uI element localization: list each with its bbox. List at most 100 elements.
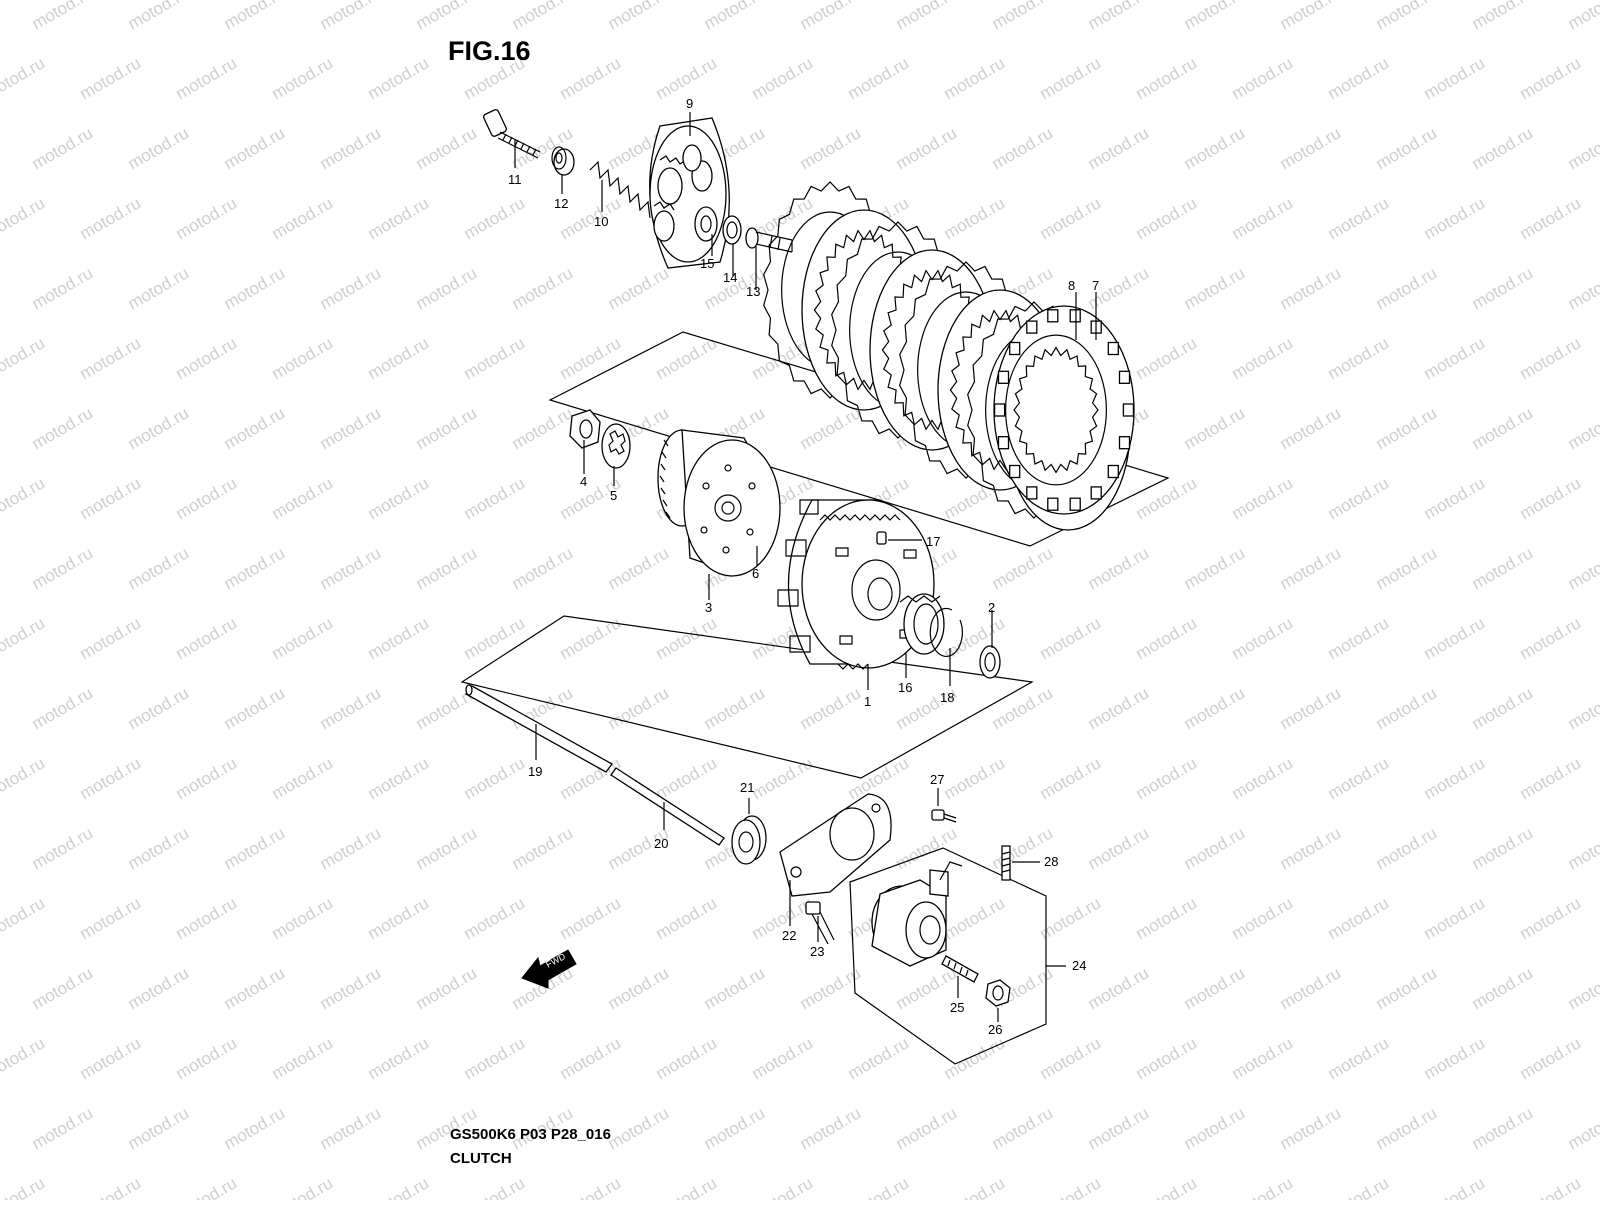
friction-pad: [1091, 487, 1101, 499]
part-22-gasket: [780, 794, 891, 896]
watermark-text: motod.ru: [125, 963, 193, 1013]
watermark-text: motod.ru: [1085, 823, 1153, 873]
watermark-text: motod.ru: [413, 963, 481, 1013]
watermark-text: motod.ru: [0, 1033, 48, 1083]
watermark-text: motod.ru: [797, 0, 865, 33]
watermark-text: motod.ru: [1421, 613, 1489, 663]
watermark-text: motod.ru: [1037, 1033, 1105, 1083]
watermark-text: motod.ru: [77, 753, 145, 803]
watermark-text: motod.ru: [1373, 543, 1441, 593]
watermark-text: motod.ru: [1517, 473, 1585, 523]
callout-17: 17: [926, 534, 940, 549]
watermark-text: motod.ru: [365, 1173, 433, 1200]
callout-19: 19: [528, 764, 542, 779]
watermark-text: motod.ru: [221, 263, 289, 313]
watermark-text: motod.ru: [605, 263, 673, 313]
watermark-text: motod.ru: [221, 683, 289, 733]
watermark-text: motod.ru: [701, 963, 769, 1013]
watermark-text: motod.ru: [365, 753, 433, 803]
watermark-text: motod.ru: [173, 473, 241, 523]
watermark-text: motod.ru: [365, 893, 433, 943]
part-4-nut: [570, 410, 600, 448]
clutch-plate-outline: [994, 306, 1134, 514]
watermark-text: motod.ru: [221, 403, 289, 453]
watermark-text: motod.ru: [221, 123, 289, 173]
watermark-text: motod.ru: [989, 123, 1057, 173]
watermark-text: motod.ru: [365, 53, 433, 103]
watermark-text: motod.ru: [317, 963, 385, 1013]
watermark-text: motod.ru: [173, 53, 241, 103]
part-14-bearing: [723, 216, 741, 244]
watermark-text: motod.ru: [557, 333, 625, 383]
watermark-text: motod.ru: [0, 473, 48, 523]
watermark-text: motod.ru: [317, 1103, 385, 1153]
figure-title: FIG.16: [448, 36, 531, 67]
watermark-text: motod.ru: [461, 333, 529, 383]
watermark-text: motod.ru: [1037, 753, 1105, 803]
watermark-text: motod.ru: [365, 333, 433, 383]
watermark-text: motod.ru: [269, 893, 337, 943]
watermark-text: motod.ru: [269, 193, 337, 243]
watermark-text: motod.ru: [653, 1033, 721, 1083]
watermark-text: motod.ru: [77, 193, 145, 243]
figure-name: CLUTCH: [450, 1150, 512, 1167]
watermark-text: motod.ru: [29, 123, 97, 173]
watermark-text: motod.ru: [1325, 333, 1393, 383]
watermark-text: motod.ru: [1565, 263, 1600, 313]
watermark-text: motod.ru: [317, 683, 385, 733]
friction-pad: [999, 371, 1009, 383]
watermark-text: motod.ru: [845, 53, 913, 103]
watermark-text: motod.ru: [893, 823, 961, 873]
watermark-text: motod.ru: [1229, 473, 1297, 523]
watermark-text: motod.ru: [269, 613, 337, 663]
watermark-text: motod.ru: [1277, 403, 1345, 453]
callout-21: 21: [740, 780, 754, 795]
watermark-text: motod.ru: [1277, 543, 1345, 593]
watermark-text: motod.ru: [173, 333, 241, 383]
watermark-text: motod.ru: [701, 0, 769, 33]
watermark-text: motod.ru: [1565, 0, 1600, 33]
watermark-text: motod.ru: [557, 893, 625, 943]
watermark-text: motod.ru: [509, 263, 577, 313]
watermark-text: motod.ru: [1373, 963, 1441, 1013]
watermark-text: motod.ru: [1229, 1173, 1297, 1200]
watermark-text: motod.ru: [701, 683, 769, 733]
part-21-oil-seal: [732, 816, 766, 864]
friction-pad: [1120, 371, 1130, 383]
watermark-text: motod.ru: [989, 1103, 1057, 1153]
watermark-text: motod.ru: [1325, 473, 1393, 523]
watermark-text: motod.ru: [797, 403, 865, 453]
watermark-text: motod.ru: [77, 613, 145, 663]
watermark-text: motod.ru: [1325, 753, 1393, 803]
watermark-text: motod.ru: [1085, 0, 1153, 33]
watermark-text: motod.ru: [1469, 963, 1537, 1013]
watermark-text: motod.ru: [1181, 123, 1249, 173]
callout-18: 18: [940, 690, 954, 705]
part-2-thrust-washer: [980, 646, 1000, 678]
watermark-text: motod.ru: [509, 823, 577, 873]
friction-pad: [1010, 343, 1020, 355]
part-17-pin: [877, 532, 886, 544]
watermark-text: motod.ru: [1517, 53, 1585, 103]
watermark-text: motod.ru: [1181, 543, 1249, 593]
watermark-text: motod.ru: [653, 333, 721, 383]
watermark-text: motod.ru: [1277, 263, 1345, 313]
watermark-text: motod.ru: [461, 1033, 529, 1083]
part-3-clutch-sleeve-hub: [658, 430, 780, 576]
watermark-text: motod.ru: [1325, 193, 1393, 243]
callout-23: 23: [810, 944, 824, 959]
watermark-text: motod.ru: [701, 1103, 769, 1153]
watermark-text: motod.ru: [797, 1103, 865, 1153]
watermark-text: motod.ru: [989, 543, 1057, 593]
callout-22: 22: [782, 928, 796, 943]
watermark-text: motod.ru: [797, 683, 865, 733]
watermark-text: motod.ru: [1229, 53, 1297, 103]
watermark-text: motod.ru: [1133, 473, 1201, 523]
watermark-text: motod.ru: [1565, 1103, 1600, 1153]
watermark-text: motod.ru: [413, 403, 481, 453]
watermark-text: motod.ru: [893, 123, 961, 173]
watermark-text: motod.ru: [365, 1033, 433, 1083]
watermark-text: motod.ru: [1517, 893, 1585, 943]
watermark-text: motod.ru: [1517, 1173, 1585, 1200]
watermark-text: motod.ru: [1181, 263, 1249, 313]
